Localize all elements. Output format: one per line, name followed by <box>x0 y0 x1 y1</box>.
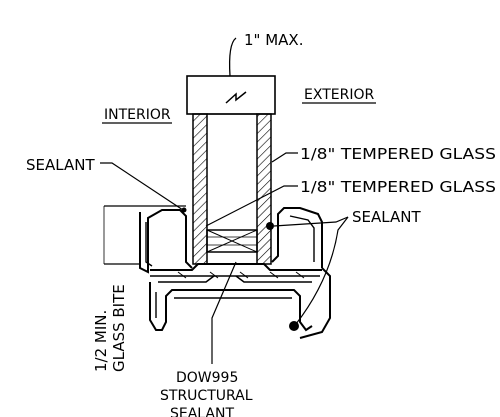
interior-label: INTERIOR <box>104 107 171 123</box>
interior-glass-lite <box>192 113 208 265</box>
glass-inner-label: 1/8" TEMPERED GLASS <box>300 178 496 196</box>
max-thickness-label: 1" MAX. <box>244 31 303 49</box>
glass-outer-leader <box>271 152 298 163</box>
exterior-glass-lite <box>256 113 272 265</box>
sealant-left-leader <box>100 162 184 211</box>
insulated-glass-unit <box>192 113 272 265</box>
structural-sealant-leader <box>211 261 237 364</box>
sealant-right-label: SEALANT <box>352 208 421 226</box>
structural-label-line1: DOW995 <box>176 370 238 386</box>
sealant-right-leader-b <box>295 216 349 325</box>
leader-lines <box>100 152 349 364</box>
sealant-left-label: SEALANT <box>26 156 95 174</box>
thickness-dimension-box <box>186 75 276 115</box>
max-leader-line <box>228 37 237 77</box>
structural-label-line3: SEALANT <box>170 406 234 417</box>
glass-outer-label: 1/8" TEMPERED GLASS <box>300 145 496 163</box>
sealant-bead-right-top <box>266 222 274 230</box>
structural-label-line2: STRUCTURAL <box>160 388 253 404</box>
spacer-block <box>206 229 258 253</box>
sealant-right-leader-a <box>273 216 349 227</box>
exterior-label: EXTERIOR <box>304 87 374 103</box>
sealant-bead-left <box>181 207 187 213</box>
aluminum-frame-extrusion <box>139 207 331 339</box>
glass-bite-label-line2: GLASS BITE <box>110 284 128 372</box>
glass-inner-leader <box>205 185 298 227</box>
glass-bite-dimension <box>103 205 186 265</box>
glass-bite-label-line1: 1/2 MIN. <box>92 310 110 372</box>
